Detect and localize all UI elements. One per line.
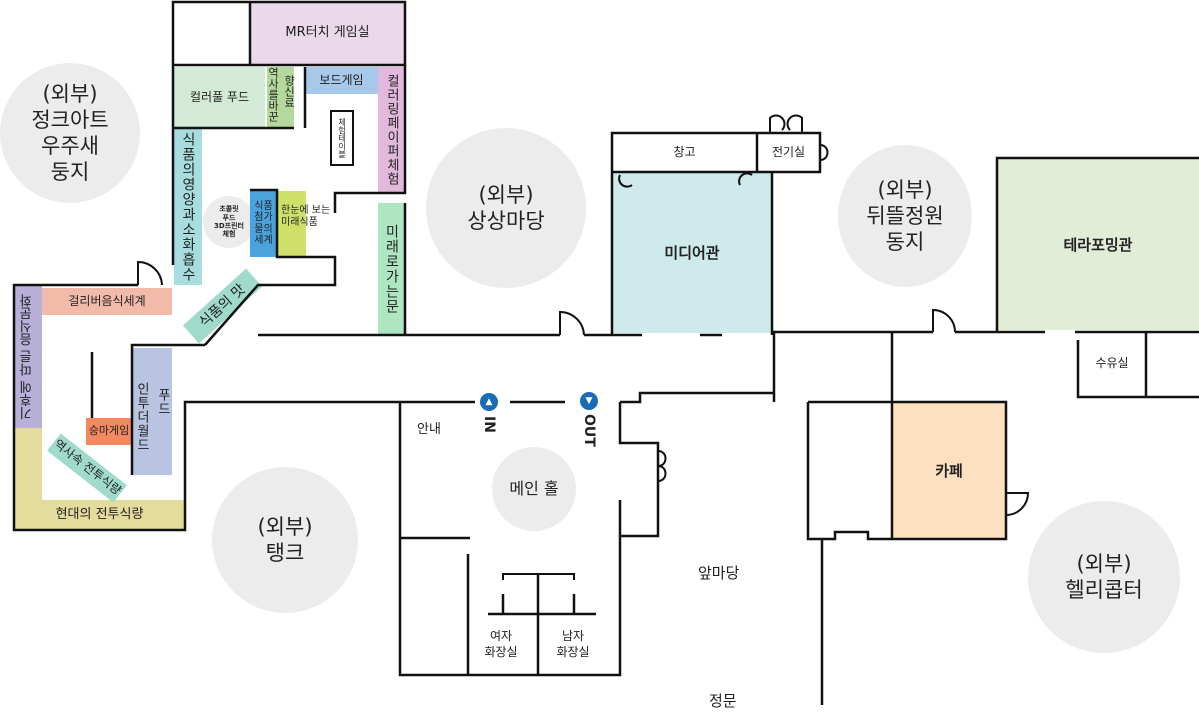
outdoor-tank[interactable]: (외부) 탱크: [212, 467, 358, 613]
room-label: 테라포밍관: [1063, 235, 1133, 254]
room-label: 전기실: [771, 144, 806, 159]
male-restroom[interactable]: 남자 화장실: [556, 629, 590, 660]
room-terraforming-hall[interactable]: 테라포밍관: [997, 158, 1199, 330]
room-label: 승마게임: [88, 424, 130, 438]
outdoor-imagination-yard[interactable]: (외부) 상상마당: [426, 128, 586, 288]
room-label: 체험테이블: [337, 118, 347, 158]
main-hall[interactable]: 메인 홀: [492, 447, 576, 531]
room-gulliver[interactable]: 걸리버음식세계: [42, 288, 172, 315]
room-label: 현대의 전투식량: [55, 506, 144, 522]
room-nursing[interactable]: 수유실: [1078, 330, 1146, 397]
room-future-food[interactable]: 한눈에 보는 미래식품: [277, 191, 330, 257]
outdoor-backyard-garden[interactable]: (외부) 뒤뜰정원 동지: [838, 145, 972, 287]
room-label: 푸드: [155, 387, 170, 416]
room-food-additives[interactable]: 식품 첨가 물의 세계: [250, 190, 277, 257]
room-label: 역사를바꾼: [266, 67, 280, 122]
room-label: 걸리버음식세계: [68, 293, 146, 308]
room-horse-game[interactable]: 승마게임: [86, 418, 132, 445]
room-into-the-food-world[interactable]: 인투더월드 푸드: [132, 348, 172, 475]
room-electric[interactable]: 전기실: [757, 133, 820, 172]
info-desk-label[interactable]: 안내: [417, 422, 441, 437]
room-label: 창고: [673, 144, 696, 159]
room-label: 향신료: [282, 75, 296, 108]
room-future-door[interactable]: 미래로가는문: [378, 203, 405, 335]
experience-table[interactable]: 체험테이블: [330, 110, 354, 166]
room-label: 미디어관: [664, 244, 720, 262]
main-gate-label[interactable]: 정문: [709, 692, 737, 710]
room-modern-ration-side: [14, 428, 42, 500]
room-label: 수유실: [1095, 355, 1129, 370]
room-climate-food-culture[interactable]: 기후에 따른 음식문화: [14, 286, 42, 428]
room-label: 미래로가는문: [383, 224, 400, 314]
room-label: 보드게임: [319, 72, 364, 87]
room-modern-ration[interactable]: 현대의 전투식량: [14, 500, 185, 530]
room-mr-touch-game[interactable]: MR터치 게임실: [250, 2, 405, 65]
room-cafe[interactable]: 카페: [892, 402, 1006, 539]
room-label: 카페: [935, 462, 963, 480]
outdoor-junk-art-nest[interactable]: (외부) 정크아트 우주새 둥지: [0, 63, 140, 203]
room-storage[interactable]: 창고: [612, 133, 757, 172]
room-label: 컬러링페이퍼체험: [384, 74, 399, 186]
room-spice[interactable]: 역사를바꾼 향신료: [266, 67, 296, 129]
room-colorful-food[interactable]: 컬러풀 푸드: [174, 67, 265, 128]
room-label: 식품 첨가 물의 세계: [254, 200, 273, 247]
front-yard-label: 앞마당: [698, 564, 740, 582]
room-label: 컬러풀 푸드: [189, 89, 249, 104]
room-label: 한눈에 보는 미래식품: [281, 205, 331, 228]
outdoor-helicopter[interactable]: (외부) 헬리콥터: [1028, 501, 1180, 653]
chocolate-3d-printer[interactable]: 초콜릿 푸드 3D프린터 체험: [203, 196, 255, 248]
room-board-game[interactable]: 보드게임: [305, 67, 378, 94]
room-media-hall[interactable]: 미디어관: [612, 172, 772, 333]
room-label: 인투더월드: [134, 381, 149, 452]
entrance-up-arrow-icon: ▲: [480, 393, 498, 411]
room-label: 식품의영양과소화흡수: [180, 131, 196, 282]
room-nutrition[interactable]: 식품의영양과소화흡수: [174, 128, 202, 285]
exit-down-arrow-icon: ▼: [580, 392, 598, 410]
female-restroom[interactable]: 여자 화장실: [484, 629, 518, 660]
room-label: MR터치 게임실: [285, 25, 370, 41]
room-coloring-paper[interactable]: 컬러링페이퍼체험: [378, 67, 405, 193]
